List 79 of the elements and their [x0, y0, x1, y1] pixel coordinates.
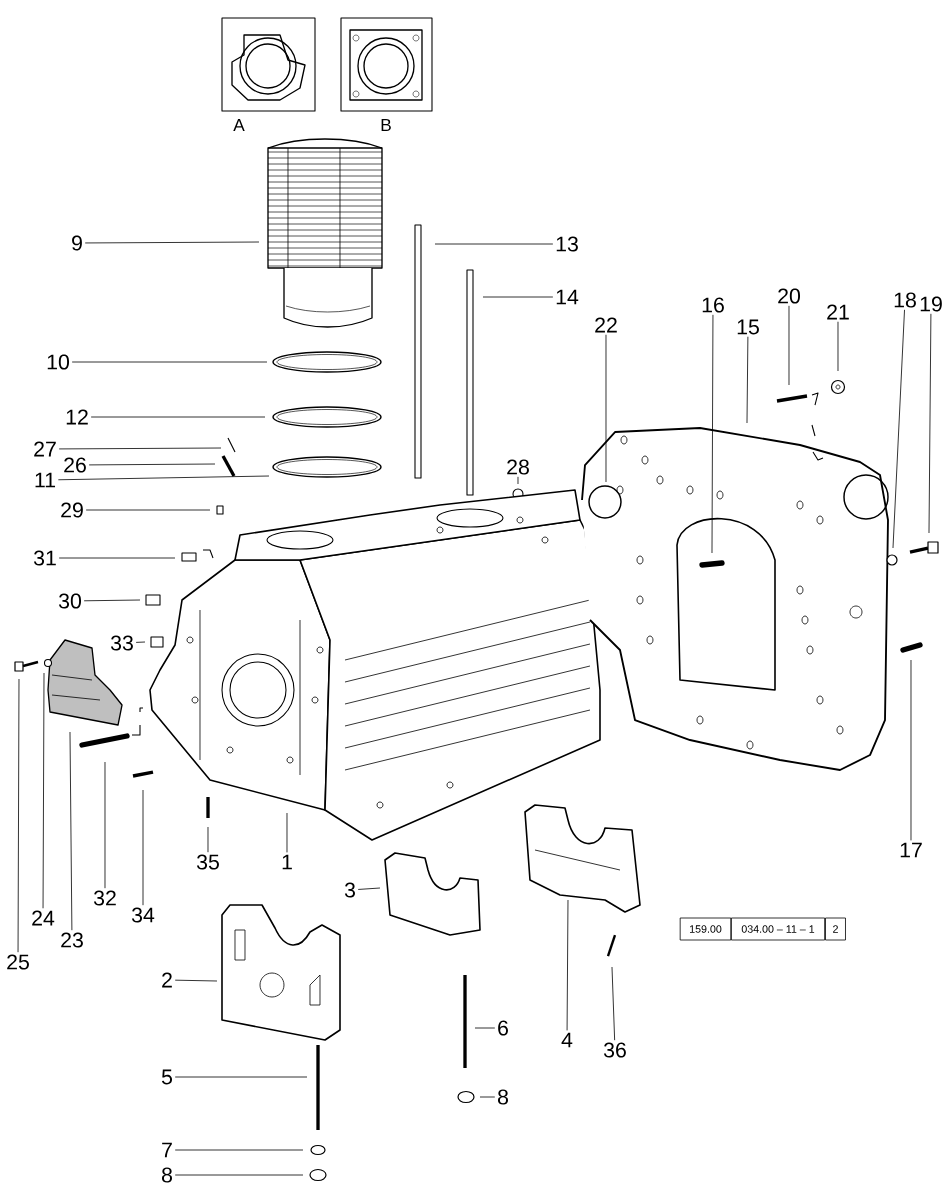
callout-number: 29: [61, 502, 83, 518]
leader-line: [207, 826, 209, 853]
table-cell: 159.00: [679, 917, 732, 941]
leader-line: [711, 314, 714, 554]
leader-line: [88, 463, 216, 466]
callout-number: 10: [47, 354, 69, 370]
leader-line: [90, 416, 266, 418]
callout-number: 8: [162, 1167, 172, 1183]
leader-line: [482, 296, 554, 298]
leader-line: [892, 309, 905, 549]
leader-line: [84, 241, 260, 244]
callout-number: 12: [66, 409, 88, 425]
callout-number: 19: [920, 296, 942, 312]
callout-number: 5: [161, 1069, 172, 1085]
callout-number: 31: [33, 550, 56, 566]
table-cell: 034.00 – 11 – 1: [730, 917, 826, 941]
leader-line: [517, 476, 519, 485]
leader-line: [910, 659, 912, 841]
callout-number: 13: [556, 236, 578, 252]
leader-line: [611, 966, 616, 1041]
callout-number: 36: [603, 1042, 626, 1058]
callout-number: 14: [556, 289, 579, 305]
callout-number: 34: [131, 907, 155, 923]
callout-number: 23: [61, 932, 83, 948]
callout-number: 18: [894, 292, 916, 308]
callout-number: 32: [93, 890, 116, 906]
callout-number: 35: [196, 854, 219, 870]
table-cell: 2: [825, 917, 846, 941]
callout-number: 16: [702, 297, 724, 313]
leader-line: [104, 761, 106, 889]
callout-number: 9: [72, 235, 82, 251]
leader-line: [788, 305, 790, 386]
leader-line: [746, 336, 749, 424]
leader-line: [357, 887, 381, 890]
callout-number: 1: [282, 854, 292, 870]
leader-line: [474, 1027, 496, 1029]
callout-number: 25: [7, 954, 29, 970]
leader-line: [135, 641, 146, 643]
callout-number: 24: [32, 910, 55, 926]
callout-number: 20: [778, 288, 800, 304]
leader-line: [174, 1174, 304, 1176]
leader-line: [17, 678, 20, 953]
leader-line: [174, 979, 218, 982]
callout-number: 7: [162, 1142, 172, 1158]
leader-line: [605, 334, 607, 483]
callout-number: 15: [737, 319, 759, 335]
callout-number: 33: [110, 635, 133, 651]
leader-line: [83, 599, 141, 602]
callout-number: 11: [35, 472, 55, 488]
leader-line: [85, 509, 211, 511]
leader-line: [174, 1076, 308, 1078]
leader-line: [479, 1096, 496, 1098]
leader-line: [58, 557, 176, 559]
callout-number: 22: [595, 317, 617, 333]
leader-line: [286, 812, 288, 853]
callout-number: 28: [507, 459, 529, 475]
callout-number: 26: [64, 457, 86, 473]
callout-number: 4: [561, 1032, 573, 1048]
view-letter: A: [233, 119, 245, 131]
callout-number: 6: [498, 1020, 508, 1036]
leader-line: [837, 321, 839, 372]
leader-line: [58, 447, 222, 450]
leader-line: [174, 1149, 304, 1151]
leader-line: [434, 243, 554, 245]
callout-number: 17: [900, 842, 922, 858]
view-letter: B: [381, 119, 391, 131]
leader-line: [142, 789, 144, 906]
callout-number: 30: [58, 593, 81, 609]
callout-number: 27: [34, 441, 56, 457]
callout-number: 3: [344, 882, 355, 898]
callout-number: 21: [827, 304, 849, 320]
callout-number: 2: [162, 972, 172, 988]
leader-line: [566, 899, 569, 1031]
leader-line: [42, 672, 45, 909]
leader-line: [928, 313, 932, 534]
leader-line: [57, 475, 270, 481]
leader-line: [69, 731, 73, 931]
callout-number: 8: [498, 1089, 508, 1105]
leader-line: [71, 361, 268, 363]
